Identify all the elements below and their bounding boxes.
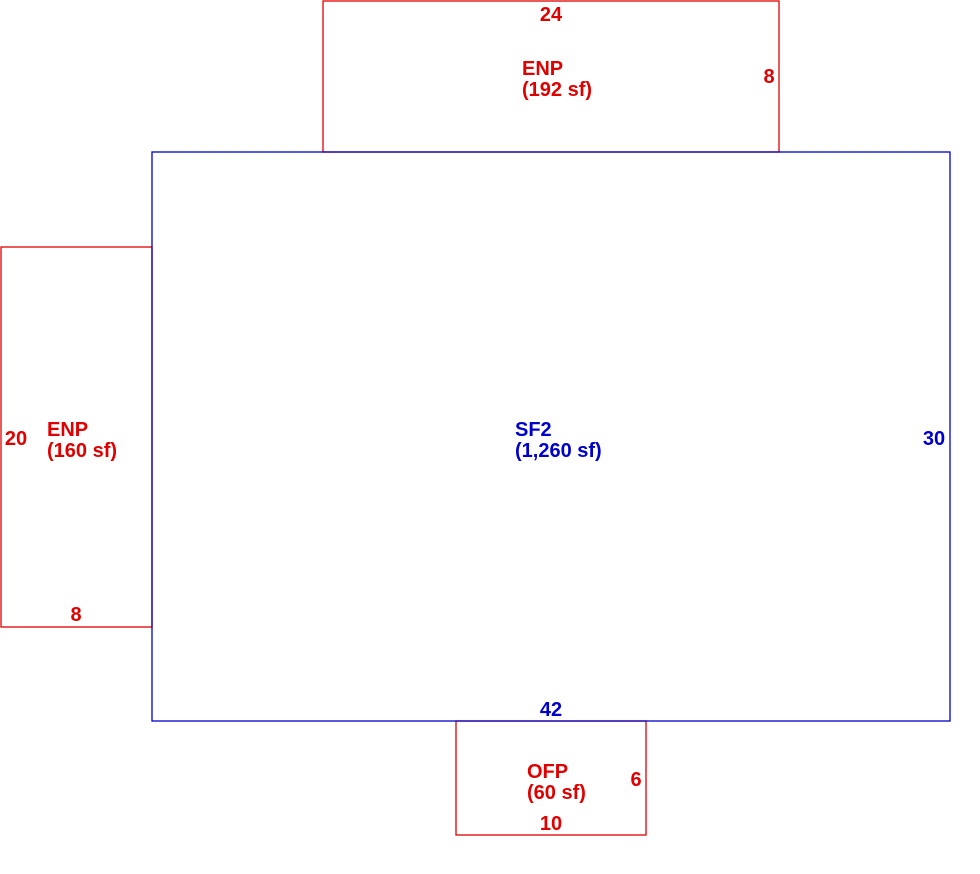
main-living-area: 42 30 SF2 (1,260 sf): [151, 151, 951, 722]
bottom-porch-area: 6 10 OFP (60 sf): [455, 720, 647, 836]
top-porch-code: ENP: [522, 58, 563, 80]
main-area-code: SF2: [515, 419, 552, 441]
bottom-porch-code: OFP: [527, 761, 568, 783]
left-porch-width-dim: 8: [70, 604, 81, 626]
bottom-porch-area-label: (60 sf): [527, 782, 586, 804]
main-area-width-dim: 42: [540, 699, 562, 721]
left-porch-code: ENP: [47, 419, 88, 441]
bottom-porch-depth-dim: 6: [630, 769, 641, 791]
main-area-outline: [151, 151, 951, 722]
main-area-area-label: (1,260 sf): [515, 440, 602, 462]
left-porch-length-dim: 20: [5, 428, 27, 450]
top-porch-width-dim: 24: [540, 4, 563, 26]
top-porch-area: 24 8 ENP (192 sf): [322, 0, 780, 153]
main-area-depth-dim: 30: [923, 428, 945, 450]
top-porch-depth-dim: 8: [763, 66, 774, 88]
left-porch-area: 20 8 ENP (160 sf): [0, 246, 153, 628]
bottom-porch-width-dim: 10: [540, 813, 562, 835]
left-porch-area-label: (160 sf): [47, 440, 117, 462]
top-porch-area-label: (192 sf): [522, 79, 592, 101]
